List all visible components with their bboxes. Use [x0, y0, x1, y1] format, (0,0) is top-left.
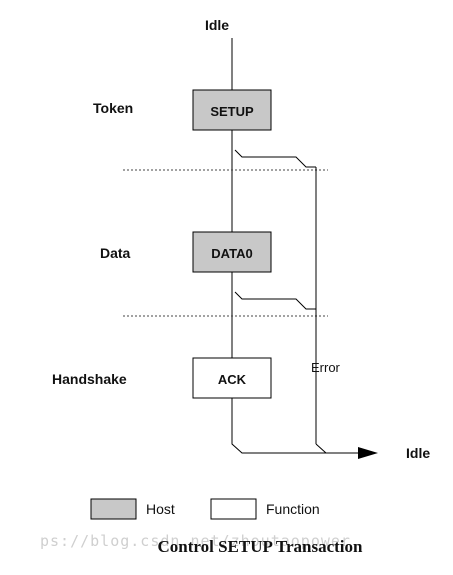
data-label: Data — [100, 245, 131, 261]
data0-packet-label: DATA0 — [211, 246, 252, 261]
ack-packet-label: ACK — [218, 372, 247, 387]
data0-packet-box — [192, 231, 272, 273]
ack-packet-box — [192, 357, 272, 399]
watermark: ps://blog.csdn.net/zhoutaopower — [40, 532, 351, 550]
legend-function-swatch — [210, 498, 257, 520]
setup-packet-label: SETUP — [210, 104, 254, 119]
data0-error-branch — [234, 291, 316, 310]
diagram-caption: Control SETUP Transaction — [158, 537, 364, 556]
legend-function-label: Function — [266, 501, 320, 517]
token-label: Token — [93, 100, 133, 116]
error-label: Error — [311, 360, 341, 375]
idle-arrowhead — [358, 447, 378, 459]
legend-host-swatch — [90, 498, 137, 520]
setup-error-branch — [234, 149, 316, 168]
error-to-idle-line — [315, 443, 360, 454]
handshake-label: Handshake — [52, 371, 127, 387]
legend-host-label: Host — [146, 501, 175, 517]
idle-top-label: Idle — [205, 17, 229, 33]
ack-to-idle-line — [231, 398, 360, 454]
idle-right-label: Idle — [406, 445, 430, 461]
